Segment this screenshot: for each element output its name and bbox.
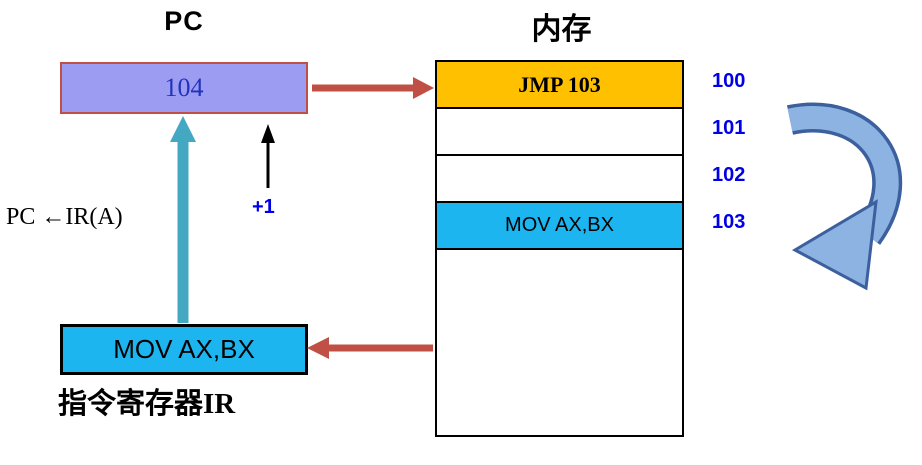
instruction-register-title: 指令寄存器IR <box>58 388 236 420</box>
pc-assignment-label: PC ←IR(A) <box>6 204 123 230</box>
memory-address: 103 <box>712 211 746 233</box>
memory-row: JMP 103 <box>435 60 684 109</box>
jump-curved-arrow-outline <box>786 102 903 245</box>
memory-row <box>435 248 684 437</box>
jump-curved-arrow-head <box>791 199 878 291</box>
pc-register-box: 104 <box>60 62 308 114</box>
memory-address: 100 <box>712 70 746 92</box>
memory-address: 101 <box>712 117 746 139</box>
arrow-pc-to-memory-head <box>413 77 434 99</box>
pc-register-value: 104 <box>164 73 204 102</box>
jump-curved-arrow-body <box>787 106 899 243</box>
memory-address: 102 <box>712 164 746 186</box>
arrow-increment-head <box>261 124 275 143</box>
pc-register-title: PC <box>164 6 204 36</box>
arrow-memory-to-ir-head <box>307 337 329 359</box>
arrow-ir-to-pc-head <box>170 116 196 142</box>
memory-row <box>435 154 684 203</box>
memory-cell-label: MOV AX,BX <box>505 214 614 236</box>
memory-row: MOV AX,BX <box>435 201 684 250</box>
memory-row <box>435 107 684 156</box>
memory-title: 内存 <box>531 13 592 46</box>
instruction-register-value: MOV AX,BX <box>113 334 255 364</box>
instruction-register-box: MOV AX,BX <box>60 324 308 375</box>
increment-label: +1 <box>252 196 275 218</box>
memory-cell-label: JMP 103 <box>518 71 601 97</box>
memory-table: JMP 103 MOV AX,BX <box>435 60 684 437</box>
